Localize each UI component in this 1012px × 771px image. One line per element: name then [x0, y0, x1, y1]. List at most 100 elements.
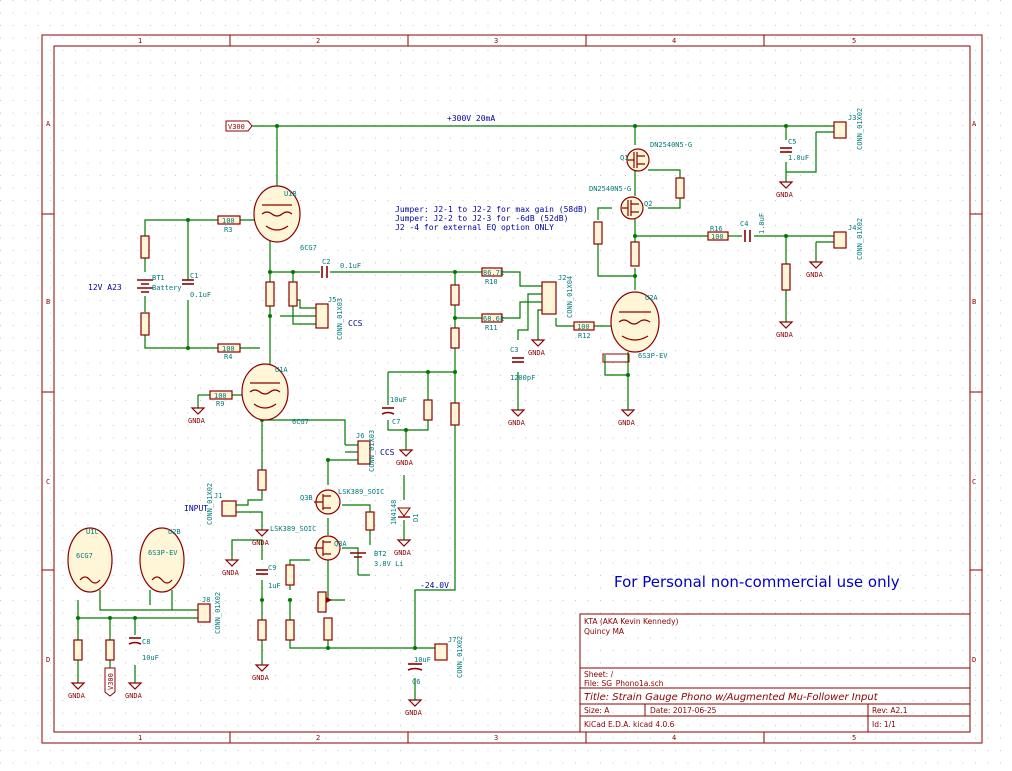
svg-text:GNDA: GNDA — [528, 349, 546, 357]
outer-frame — [41, 34, 983, 744]
tb-title: Title: Strain Gauge Phono w/Augmented Mu… — [584, 692, 879, 703]
svg-text:R16: R16 — [710, 225, 723, 233]
resistor-r20 — [323, 617, 333, 641]
resistor-r13 — [593, 221, 603, 245]
svg-text:Q3B: Q3B — [300, 494, 313, 502]
border-col-3-bottom: 3 — [494, 734, 498, 742]
svg-text:1200pF: 1200pF — [510, 374, 535, 382]
border-row-d: D — [46, 656, 50, 664]
svg-text:CONN_01X03: CONN_01X03 — [368, 430, 376, 472]
connector-j4 — [833, 231, 847, 249]
svg-text:LSK389_SOIC: LSK389_SOIC — [338, 488, 384, 496]
mosfet-q2 — [620, 196, 644, 220]
resistor-r21 — [365, 511, 375, 531]
tb-sheet: Sheet: / — [584, 670, 614, 679]
svg-text:CONN_01X03: CONN_01X03 — [336, 298, 344, 340]
svg-text:R9: R9 — [216, 400, 224, 408]
resistor-r1 — [140, 235, 150, 259]
resistor-r26 — [285, 619, 295, 641]
tb-city: Quincy MA — [584, 627, 625, 636]
svg-text:U1A: U1A — [275, 366, 288, 374]
schematic-notes: +300V 20mA Jumper: J2-1 to J2-2 for max … — [88, 114, 900, 591]
border-col-4: 4 — [672, 37, 676, 45]
svg-text:10uF: 10uF — [390, 396, 407, 404]
svg-text:LSK389_SOIC: LSK389_SOIC — [270, 525, 316, 533]
svg-text:Q1: Q1 — [620, 154, 628, 162]
resistor-r4 — [217, 343, 241, 353]
svg-text:6S3P-EV: 6S3P-EV — [638, 352, 668, 360]
resistor-r9 — [209, 390, 233, 400]
svg-text:Q2: Q2 — [644, 200, 652, 208]
personal-use-note: For Personal non-commercial use only — [614, 573, 900, 591]
svg-text:J7: J7 — [448, 636, 456, 644]
svg-text:DN2540N5-G: DN2540N5-G — [589, 185, 631, 193]
resistor-r3 — [217, 215, 241, 225]
svg-text:GNDA: GNDA — [125, 692, 143, 700]
svg-text:Q3A: Q3A — [334, 540, 347, 548]
svg-text:C8: C8 — [142, 638, 150, 646]
tb-file: File: SG_Phono1a.sch — [584, 679, 664, 688]
tb-date: Date: 2017-06-25 — [650, 706, 717, 715]
svg-text:100: 100 — [222, 345, 235, 353]
border-col-4-bottom: 4 — [672, 734, 676, 742]
connector-j2 — [541, 281, 557, 315]
border-row-b: B — [46, 298, 50, 306]
svg-text:GNDA: GNDA — [396, 459, 414, 467]
svg-text:GNDA: GNDA — [252, 674, 270, 682]
svg-text:6CG7: 6CG7 — [292, 418, 309, 426]
resistor-r14 — [630, 241, 640, 267]
input-note: INPUT — [184, 504, 208, 513]
svg-text:100: 100 — [711, 233, 724, 241]
border-row-b-right: B — [972, 298, 976, 306]
transistors — [314, 148, 650, 561]
resistor-r27 — [450, 402, 460, 426]
gnda-symbols — [70, 181, 824, 707]
tube-u1c — [67, 527, 113, 593]
border-col-2-bottom: 2 — [316, 734, 320, 742]
svg-text:U2B: U2B — [168, 528, 181, 536]
svg-text:J3: J3 — [848, 114, 856, 122]
svg-text:V300: V300 — [107, 673, 115, 690]
tb-size: Size: A — [584, 706, 610, 715]
svg-text:GNDA: GNDA — [618, 419, 636, 427]
connector-j7 — [434, 643, 448, 661]
border-col-1-bottom: 1 — [138, 734, 142, 742]
tb-rev: Rev: A2.1 — [872, 706, 908, 715]
svg-text:J5: J5 — [328, 296, 336, 304]
resistor-r10 — [481, 267, 503, 277]
svg-text:DN2540N5-G: DN2540N5-G — [650, 141, 692, 149]
resistor-r11 — [481, 313, 503, 323]
border-row-labels: A B C D A B C D — [46, 120, 977, 664]
svg-text:CONN_01X04: CONN_01X04 — [566, 276, 574, 318]
svg-text:R12: R12 — [578, 332, 591, 340]
svg-text:C6: C6 — [412, 678, 420, 686]
resistor-r16 — [707, 231, 729, 241]
svg-text:3.8V Li: 3.8V Li — [374, 560, 404, 568]
minus-supply-note: -24.0V — [420, 581, 449, 590]
border-row-d-right: D — [972, 656, 976, 664]
resistors — [73, 177, 791, 661]
svg-text:GNDA: GNDA — [394, 549, 412, 557]
v300-label-top: V300 — [225, 120, 253, 132]
svg-text:1N4148: 1N4148 — [390, 500, 398, 525]
border-row-c: C — [46, 478, 50, 486]
gnda-labels: GNDA GNDA GNDA GNDA GNDA GNDA GNDA GNDA … — [68, 191, 824, 717]
batteries — [137, 279, 366, 558]
inner-frame — [53, 45, 971, 733]
tube-u1b — [253, 185, 301, 243]
border-col-5: 5 — [852, 37, 856, 45]
svg-text:J1: J1 — [214, 492, 222, 500]
svg-text:BT2: BT2 — [374, 550, 387, 558]
svg-text:J8: J8 — [202, 596, 210, 604]
svg-text:100: 100 — [577, 323, 590, 331]
svg-text:GNDA: GNDA — [405, 709, 423, 717]
svg-text:CONN_01X02: CONN_01X02 — [214, 592, 222, 634]
svg-text:GNDA: GNDA — [776, 331, 794, 339]
svg-text:10uF: 10uF — [414, 656, 431, 664]
wires — [77, 125, 834, 700]
tube-u2b — [139, 527, 185, 593]
svg-text:U1C: U1C — [86, 528, 99, 536]
svg-text:C1: C1 — [190, 272, 198, 280]
svg-text:R11: R11 — [485, 324, 498, 332]
